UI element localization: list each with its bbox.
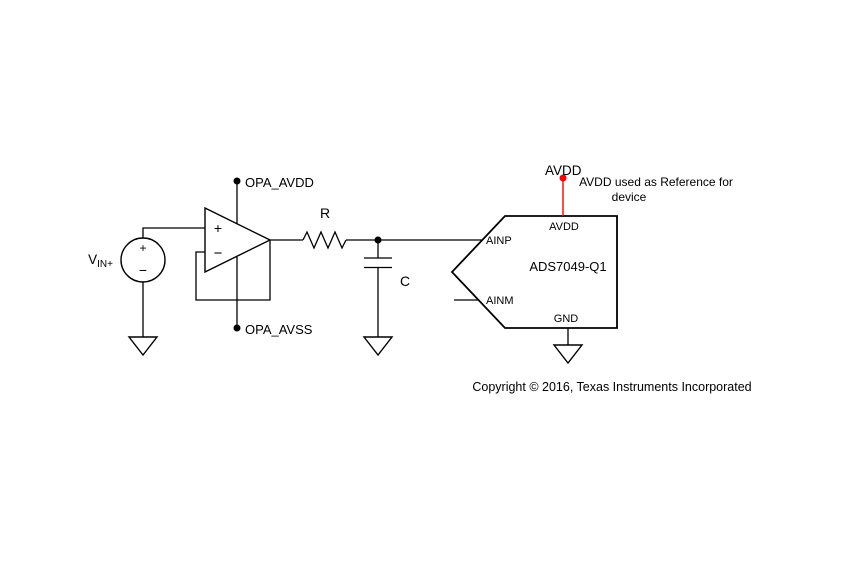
- opa-avss-label: OPA_AVSS: [245, 322, 313, 337]
- adc-pin-ainp: AINP: [486, 235, 512, 247]
- voltage-source-minus-sign: −: [139, 262, 147, 278]
- opamp-noninverting-input-sign: +: [214, 220, 222, 236]
- adc-body: [450, 215, 618, 329]
- resistor-label: R: [320, 205, 330, 221]
- adc-part-number: ADS7049-Q1: [529, 259, 606, 274]
- avdd-terminal-dot: [559, 174, 567, 182]
- adc-pin-ainm: AINM: [486, 295, 514, 307]
- resistor-symbol: [302, 230, 347, 250]
- ground-symbol-capacitor: [362, 336, 394, 357]
- adc-pin-avdd: AVDD: [549, 221, 579, 233]
- wire-source-to-opamp: [142, 227, 205, 238]
- copyright-text: Copyright © 2016, Texas Instruments Inco…: [472, 380, 751, 394]
- wire-opamp-feedback: [195, 240, 271, 301]
- vin-label: VIN+: [88, 252, 113, 270]
- voltage-source-plus-sign: +: [139, 241, 146, 255]
- vin-label-subscript: IN+: [97, 259, 113, 270]
- avdd-reference-note-line1: AVDD used as Reference for: [579, 175, 733, 189]
- opa-avdd-label: OPA_AVDD: [245, 175, 314, 190]
- adc-pin-gnd: GND: [554, 313, 579, 325]
- capacitor-label: C: [400, 273, 410, 289]
- ground-symbol-adc: [552, 344, 584, 365]
- vin-label-main: V: [88, 252, 97, 267]
- opamp-inverting-input-sign: −: [214, 245, 223, 262]
- ground-symbol-source: [127, 336, 159, 357]
- avdd-reference-note-line2: device: [612, 190, 647, 204]
- avdd-net-label: AVDD: [545, 163, 582, 178]
